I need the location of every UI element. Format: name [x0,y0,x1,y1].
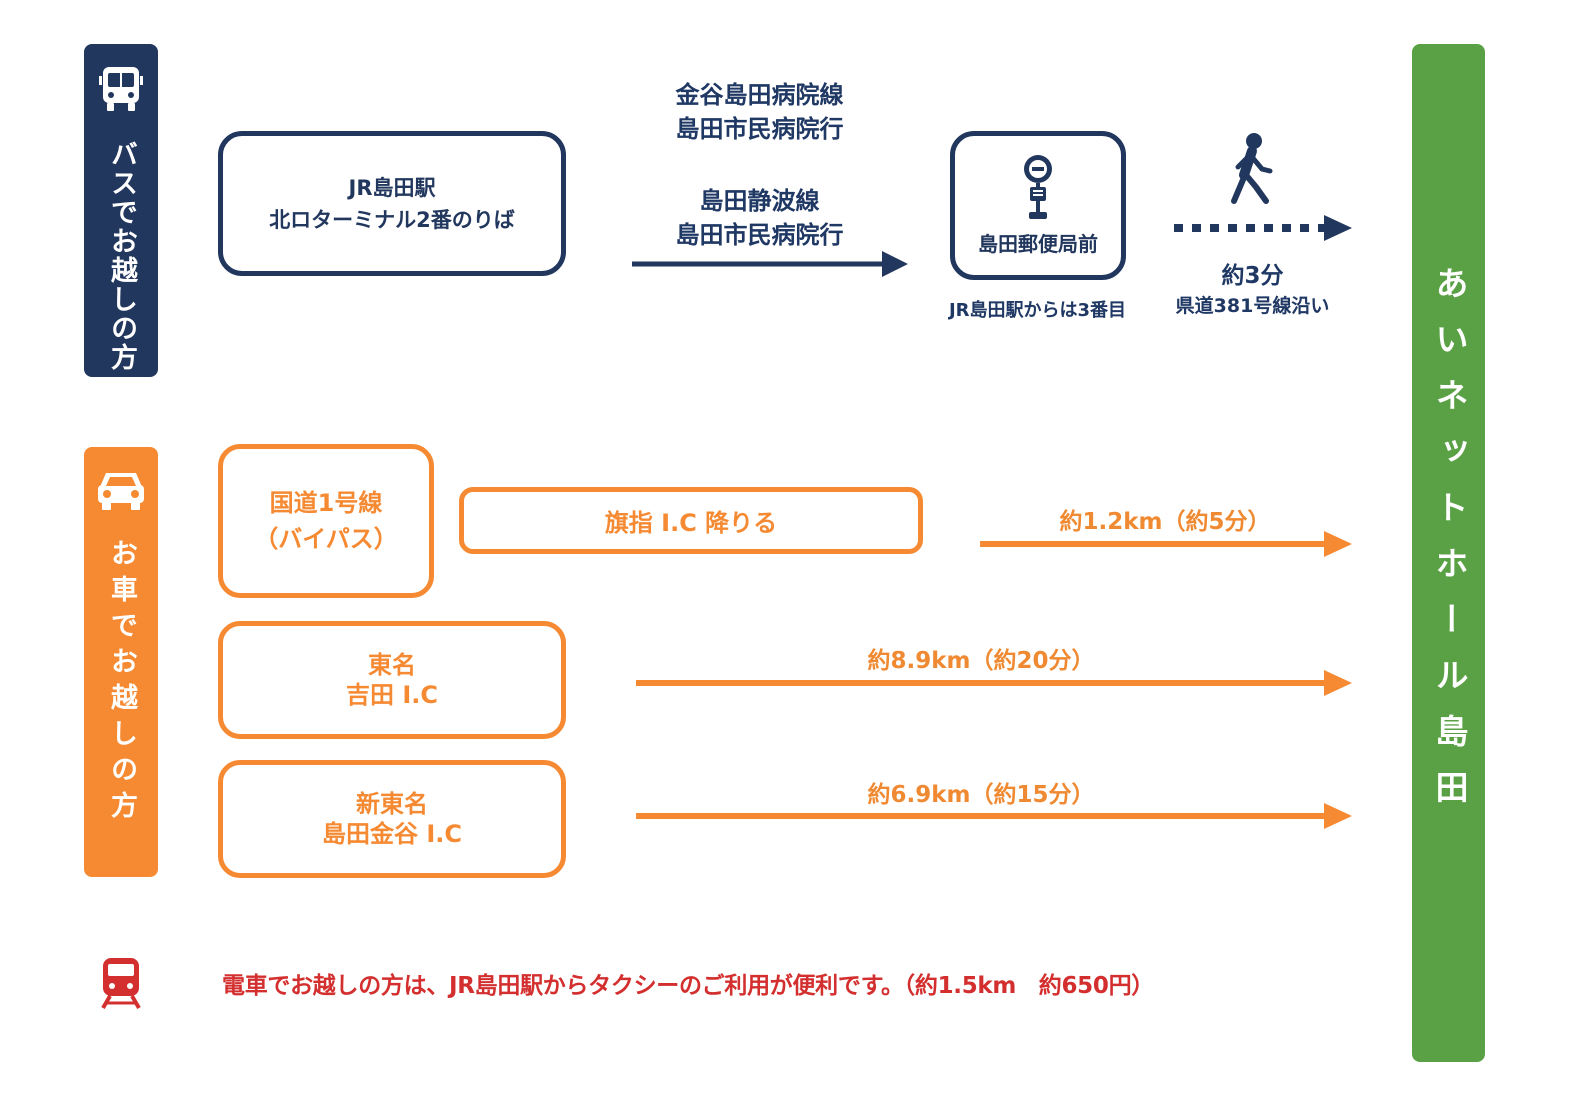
destination-bar: あいネットホール島田 [1412,44,1485,1062]
bus-origin-station: JR島田駅 [348,175,436,200]
bus-stop-box: 島田郵便局前 [950,131,1126,280]
bus-route-2: 島田静波線 島田市民病院行 [632,184,887,252]
bus-section-tab: バスでお越しの方 [84,44,158,377]
walk-road: 県道381号線沿い [1175,295,1330,317]
bus-origin-platform: 北ロターミナル2番のりば [269,207,515,232]
car-route-c-origin-box: 新東名 島田金谷 I.C [218,760,566,878]
car-section-tab: お車でお越しの方 [84,447,158,877]
train-icon [101,958,141,1010]
car-route-b-arrow [636,670,1352,696]
car-route-b-interchange: 吉田 I.C [345,681,438,709]
bus-icon [99,67,143,111]
bus-route-1-destination: 島田市民病院行 [675,115,844,143]
car-route-c-interchange: 島田金谷 I.C [321,820,462,848]
bus-route-1: 金谷島田病院線 島田市民病院行 [632,78,887,146]
car-route-a-road-note: （バイパス） [254,525,398,553]
bus-route-arrow [632,251,908,277]
car-route-b-distance: 約8.9km（約20分） [867,648,1095,674]
car-section-label: お車でお越しの方 [106,539,137,827]
bus-origin-box: JR島田駅 北ロターミナル2番のりば [218,131,566,276]
train-access-note: 電車でお越しの方は、JR島田駅からタクシーのご利用が便利です。（約1.5km 約… [222,973,1154,999]
car-route-a-exit: 旗指 I.C 降りる [604,509,778,537]
bus-stop-note: JR島田駅からは3番目 [948,300,1127,321]
car-route-a-origin-box: 国道1号線 （バイパス） [218,444,434,598]
bus-route-2-destination: 島田市民病院行 [675,221,844,249]
walk-time: 約3分 [1221,263,1284,289]
destination-name: あいネットホール島田 [1430,266,1469,826]
walk-arrow [1174,215,1352,241]
car-route-b-highway: 東名 [368,651,416,679]
car-route-a-exit-box: 旗指 I.C 降りる [459,487,923,554]
bus-route-2-line: 島田静波線 [699,187,820,215]
car-route-c-distance: 約6.9km（約15分） [867,782,1095,808]
car-route-c-arrow [636,803,1352,829]
walking-person-icon [1231,133,1273,204]
car-route-a-arrow [980,531,1352,557]
bus-route-1-line: 金谷島田病院線 [675,81,844,109]
bus-stop-sign-icon [1024,155,1052,219]
car-route-c-highway: 新東名 [356,790,428,818]
bus-section-label: バスでお越しの方 [106,140,137,372]
bus-stop-name: 島田郵便局前 [978,232,1098,256]
car-icon [98,473,144,510]
car-route-a-road: 国道1号線 [269,489,383,517]
car-route-b-origin-box: 東名 吉田 I.C [218,621,566,739]
car-route-a-distance: 約1.2km（約5分） [1059,509,1271,535]
